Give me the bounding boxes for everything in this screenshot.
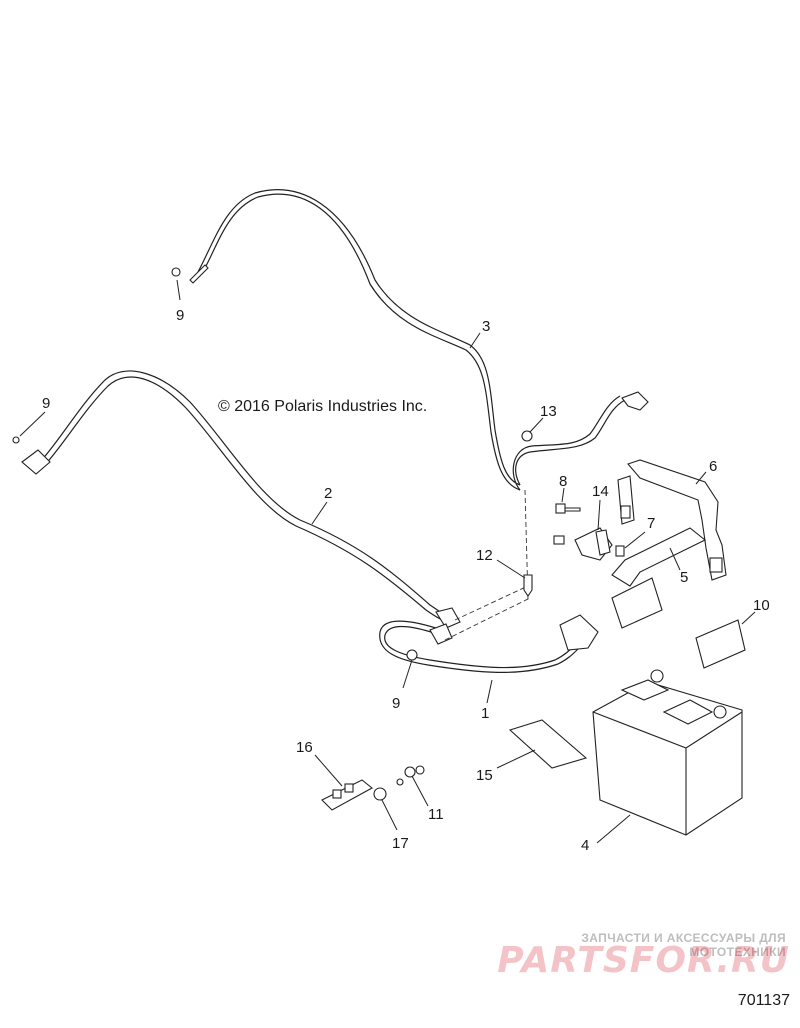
cable-2 xyxy=(21,370,461,629)
cable-1 xyxy=(379,614,599,673)
pad-under-bracket xyxy=(611,577,663,629)
fuse-block-16 xyxy=(321,779,373,811)
nut-17 xyxy=(373,787,387,801)
callout-9: 9 xyxy=(42,395,50,412)
hold-down-strap-6 xyxy=(617,459,727,581)
callout-15: 15 xyxy=(476,767,493,784)
callout-10: 10 xyxy=(753,597,770,614)
callout-4: 4 xyxy=(581,837,589,854)
callout-12: 12 xyxy=(476,547,493,564)
nut-9-top xyxy=(171,267,181,277)
copyright-notice: © 2016 Polaris Industries Inc. xyxy=(218,398,427,415)
leader-lines xyxy=(19,279,756,844)
callout-14: 14 xyxy=(592,483,609,500)
callout-3: 3 xyxy=(482,318,490,335)
callout-5: 5 xyxy=(680,569,688,586)
callout-9: 9 xyxy=(392,695,400,712)
nut-9-bottom xyxy=(406,649,418,661)
callout-9: 9 xyxy=(176,307,184,324)
watermark-logo: PARTSFOR.RU xyxy=(497,940,790,981)
bracket-5 xyxy=(611,527,707,587)
label-15 xyxy=(508,719,588,769)
callout-8: 8 xyxy=(559,473,567,490)
screw-8 xyxy=(555,503,581,514)
callout-2: 2 xyxy=(324,485,332,502)
screw-7 xyxy=(615,545,625,557)
callout-1: 1 xyxy=(481,705,489,722)
callout-7: 7 xyxy=(647,515,655,532)
cable-3 xyxy=(189,189,649,491)
solenoid-14 xyxy=(553,527,613,561)
callout-6: 6 xyxy=(709,458,717,475)
callout-11: 11 xyxy=(428,806,444,823)
nut-13 xyxy=(521,430,533,442)
pad-10 xyxy=(695,619,746,669)
washer-11 xyxy=(396,765,425,786)
bolt-12 xyxy=(523,574,533,597)
nut-9-left xyxy=(12,436,20,444)
callout-16: 16 xyxy=(296,739,313,756)
drawing-number: 701137 xyxy=(737,992,790,1009)
callout-13: 13 xyxy=(540,403,557,420)
battery-4 xyxy=(592,669,743,836)
callout-17: 17 xyxy=(392,835,409,852)
watermark-tagline: ЗАПЧАСТИ И АКСЕССУАРЫ ДЛЯ МОТОТЕХНИКИ xyxy=(581,931,786,959)
